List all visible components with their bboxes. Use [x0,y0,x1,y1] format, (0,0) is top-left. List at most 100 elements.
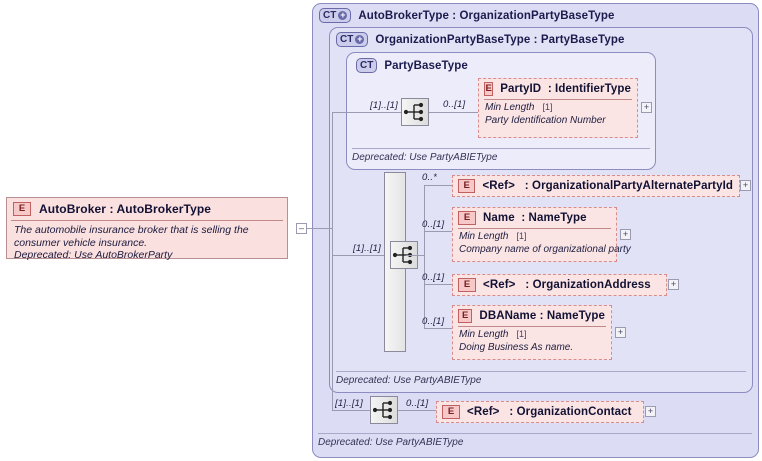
doc-line-1: The automobile insurance broker that is … [14,224,249,249]
connector-dbaname [424,328,452,329]
cardinality-dbaname: 0..[1] [422,316,445,327]
container-partybasetype-header: CT PartyBaseType [356,58,468,73]
element-ref-organizationalpartyalternatepartyid[interactable]: E <Ref> : OrganizationalPartyAlternatePa… [452,175,740,197]
facet-label: Min Length [459,231,509,242]
element-ref-orgcontact-expand-toggle[interactable]: + [645,406,656,417]
partybasetype-deprecated-note: Deprecated: Use PartyABIEType [352,152,498,163]
element-dbaname-label: DBAName : NameType [479,310,605,322]
facet-label: Min Length [459,329,509,340]
element-name-label-wrap: Name : NameType [483,212,587,224]
ct-badge-plus: + [355,34,365,44]
element-icon: E [458,278,476,292]
element-partyid-expand-toggle[interactable]: + [641,102,652,113]
element-ref-orgaddress-label: <Ref> [483,279,516,291]
cardinality-ref-orgcontact: 0..[1] [406,398,429,409]
ct-badge-label: CT [323,10,337,21]
element-ref-orgaddress-header: E <Ref> : OrganizationAddress [453,275,666,295]
element-partyid-label: PartyID [500,83,542,95]
element-ref-orgaddress-expand-toggle[interactable]: + [668,279,679,290]
connector-seq2-stub [406,255,424,256]
container-partybasetype-title: PartyBaseType [384,59,468,72]
element-partyid-name: PartyID : IdentifierType [500,83,631,95]
element-name-type: : NameType [521,212,587,224]
connector-seq1-out [429,112,478,113]
element-ref-organizationcontact[interactable]: E <Ref> : OrganizationContact [436,401,644,423]
element-partyid-type: : IdentifierType [547,83,631,95]
autobrokertype-footer-rule [318,433,752,434]
sequence-icon [372,400,393,420]
cardinality-seq1: [1]..[1] [370,100,399,111]
partybasetype-footer-rule [352,148,650,149]
cardinality-partyid: 0..[1] [443,99,466,110]
connector-name [424,231,452,232]
connector-seq2-in [332,255,390,256]
container-autobrokertype-header: CT+ AutoBrokerType : OrganizationPartyBa… [319,8,615,23]
element-autobroker[interactable]: E AutoBroker : AutoBrokerType The automo… [6,197,288,261]
cardinality-ref-altpartyid: 0..* [422,172,438,183]
element-name[interactable]: E Name : NameType Min Length [1] Company… [452,207,631,262]
element-partyid-header: E PartyID : IdentifierType [479,79,637,99]
complextype-icon: CT [356,58,378,73]
element-partyid[interactable]: E PartyID : IdentifierType Min Length [1… [478,78,638,138]
complextype-icon: CT+ [319,8,352,23]
connector-seq2-spine [424,185,425,328]
element-partyid-documentation: Party Identification Number [485,115,606,126]
element-name-header: E Name : NameType [453,208,616,228]
container-organizationpartybasetype-title: OrganizationPartyBaseType : PartyBaseTyp… [375,33,625,46]
element-ref-orgaddress-type: : OrganizationAddress [525,279,651,291]
element-icon: E [458,179,476,193]
container-autobrokertype-title: AutoBrokerType : OrganizationPartyBaseTy… [358,9,615,22]
element-dbaname[interactable]: E DBAName : NameType Min Length [1] Doin… [452,305,612,360]
element-dbaname-header: E DBAName : NameType [453,306,611,326]
doc-line-2: insurance. [98,236,148,249]
element-icon: E [442,405,460,419]
element-icon: E [458,211,476,225]
element-autobroker-title: AutoBroker : AutoBrokerType [39,202,212,216]
ct-badge-plus: + [338,10,348,20]
element-ref-altpartyid-expand-toggle[interactable]: + [740,180,751,191]
element-ref-organizationaddress[interactable]: E <Ref> : OrganizationAddress [452,274,667,296]
element-ref-orgaddress-name: <Ref> : OrganizationAddress [483,279,651,291]
facet-value: [1] [516,329,527,339]
element-name-documentation: Company name of organizational party [459,244,631,255]
sequence-connector-autobroker[interactable] [370,396,398,424]
sequence-connector-partybase[interactable] [401,98,429,126]
cardinality-name: 0..[1] [422,219,445,230]
element-autobroker-documentation: The automobile insurance broker that is … [7,221,287,267]
sequence-icon [403,102,424,122]
element-autobroker-header: E AutoBroker : AutoBrokerType [7,198,287,220]
element-ref-altpartyid-header: E <Ref> : OrganizationalPartyAlternatePa… [453,176,739,196]
element-icon: E [484,82,494,96]
element-name-expand-toggle[interactable]: + [620,229,631,240]
element-partyid-rule [484,99,632,100]
element-icon: E [13,202,31,216]
element-partyid-facet: Min Length [1] [479,100,637,114]
element-dbaname-facet: Min Length [1] [453,327,611,341]
element-name-facet: Min Length [1] [453,229,616,243]
connector-seq1-in [332,112,401,113]
autobroker-collapse-toggle[interactable]: – [296,223,307,234]
cardinality-seq2: [1]..[1] [353,243,382,254]
facet-label: Min Length [485,102,535,113]
element-dbaname-documentation: Doing Business As name. [459,342,574,353]
doc-line-3: Deprecated: Use AutoBrokerParty [14,249,173,261]
element-ref-orgcontact-label: <Ref> [467,406,500,418]
connector-seq3-out [398,410,436,411]
cardinality-ref-orgaddress: 0..[1] [422,272,445,283]
element-dbaname-expand-toggle[interactable]: + [615,327,626,338]
element-dbaname-rule [458,326,606,327]
element-ref-altpartyid-type: : OrganizationalPartyAlternatePartyId [524,180,733,192]
complextype-icon: CT+ [336,32,369,47]
element-ref-altpartyid-label: <Ref> [482,180,515,192]
element-name-label: Name [483,212,515,224]
element-ref-orgcontact-name: <Ref> : OrganizationContact [467,406,632,418]
ct-badge-label: CT [340,34,354,45]
element-name-rule [458,228,611,229]
connector-seq3-in [332,410,370,411]
organizationpartybasetype-footer-rule [336,371,746,372]
element-ref-orgcontact-header: E <Ref> : OrganizationContact [437,402,643,422]
element-ref-altpartyid-name: <Ref> : OrganizationalPartyAlternatePart… [482,180,733,192]
connector-ref-altpartyid [424,185,452,186]
connector-ref-orgaddress [424,284,452,285]
